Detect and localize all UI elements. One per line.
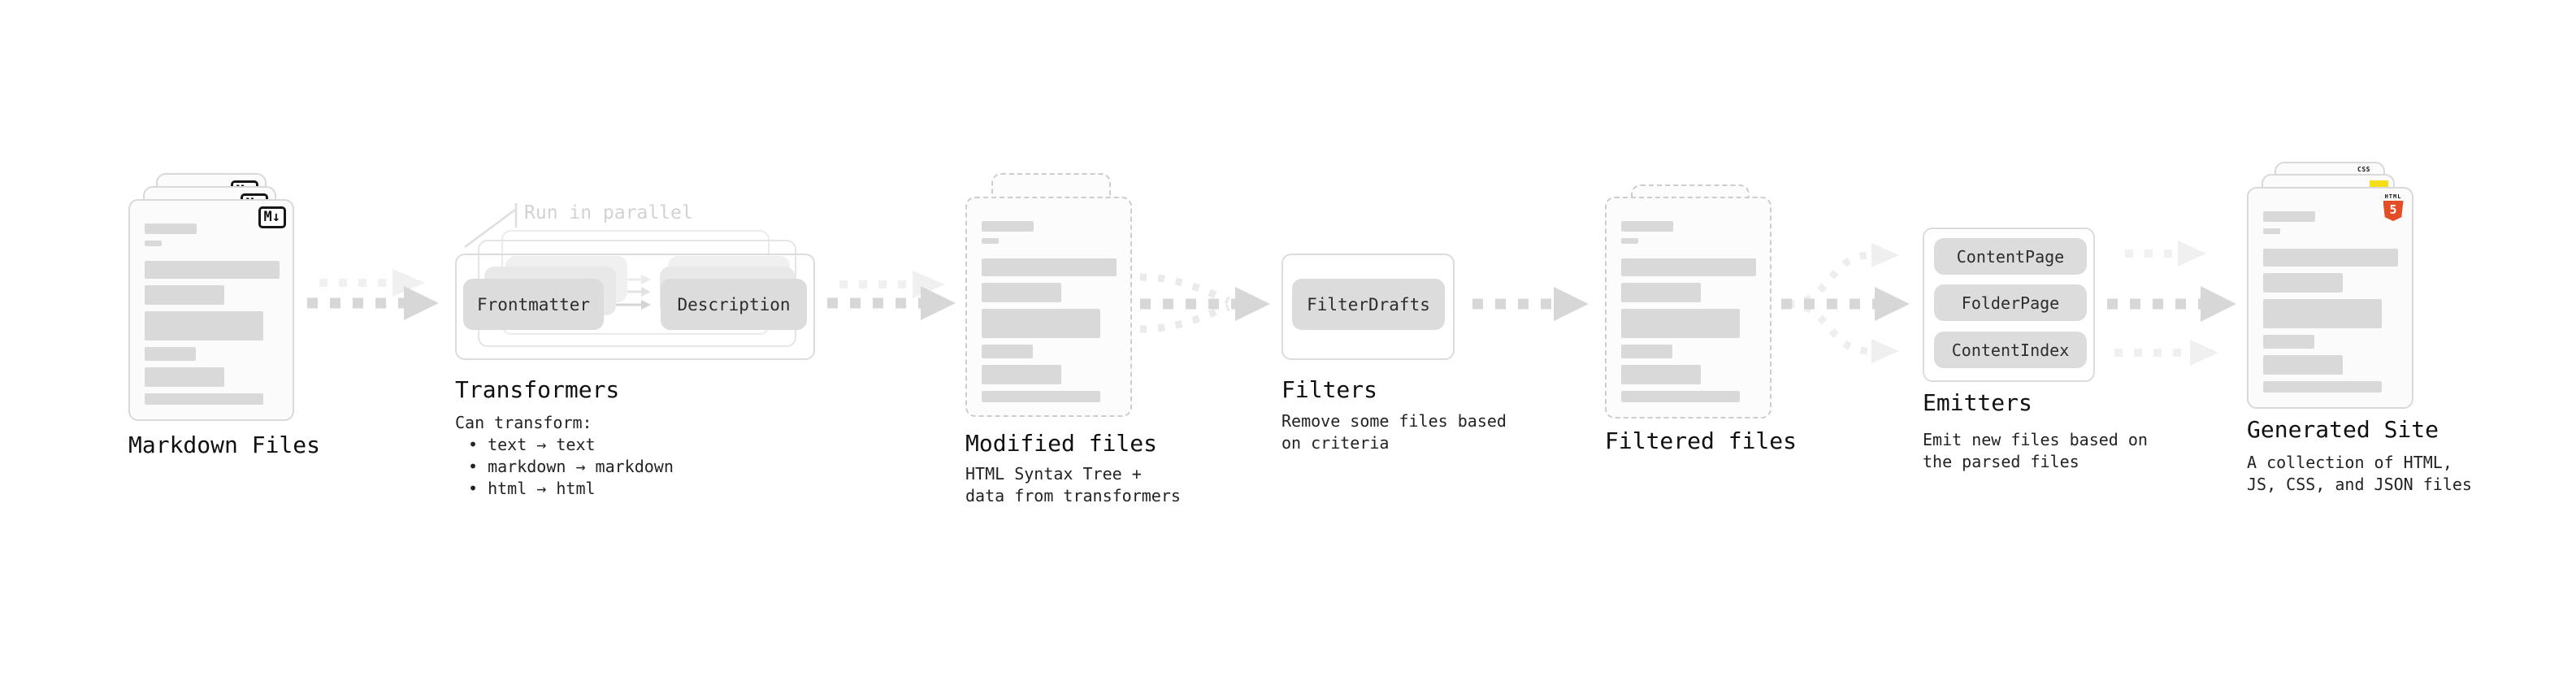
placeholder-bar bbox=[1621, 258, 1756, 276]
placeholder-bar bbox=[145, 241, 162, 246]
frontmatter-pill: Frontmatter bbox=[463, 279, 604, 330]
transform-bullet: • html → html bbox=[468, 479, 596, 498]
folderpage-pill: FolderPage bbox=[1934, 284, 2087, 321]
placeholder-bar bbox=[145, 393, 263, 405]
arrow-filters-to-filtered bbox=[1472, 287, 1589, 321]
placeholder-bar bbox=[982, 345, 1033, 358]
placeholder-bar bbox=[2263, 299, 2382, 328]
document-placeholder-lines bbox=[145, 223, 280, 405]
markdown-icon: M↓ bbox=[258, 206, 286, 228]
placeholder-bar bbox=[982, 365, 1061, 384]
placeholder-bar bbox=[1621, 365, 1701, 384]
placeholder-bar bbox=[145, 347, 196, 361]
arrow-emitters-to-generated bbox=[2107, 241, 2236, 366]
generated-site-subtitle: A collection of HTML, bbox=[2247, 453, 2452, 472]
filtered-file-card-front bbox=[1605, 197, 1772, 419]
placeholder-bar bbox=[2263, 249, 2398, 267]
transformers-title: Transformers bbox=[455, 376, 620, 403]
placeholder-bar bbox=[1621, 391, 1740, 402]
placeholder-bar bbox=[982, 309, 1100, 338]
markdown-files-title: Markdown Files bbox=[128, 432, 321, 458]
placeholder-bar bbox=[2263, 211, 2315, 222]
placeholder-bar bbox=[2263, 273, 2343, 293]
html5-badge-label: HTML bbox=[2384, 193, 2402, 200]
placeholder-bar bbox=[982, 221, 1034, 232]
emitters-title: Emitters bbox=[1923, 389, 2032, 416]
transform-bullet: • markdown → markdown bbox=[468, 457, 674, 476]
filters-subtitle: Remove some files based bbox=[1281, 411, 1507, 431]
html5-shield: 5 bbox=[2383, 201, 2404, 221]
placeholder-bar bbox=[145, 261, 280, 279]
placeholder-bar bbox=[982, 238, 999, 244]
generated-site-subtitle: JS, CSS, and JSON files bbox=[2247, 475, 2472, 494]
arrow-modified-to-filters bbox=[1139, 273, 1270, 333]
transform-bullet: • text → text bbox=[468, 435, 596, 454]
modified-file-card-front bbox=[965, 197, 1132, 417]
placeholder-bar bbox=[145, 311, 263, 340]
document-placeholder-lines bbox=[2263, 211, 2398, 393]
filters-box bbox=[1281, 254, 1455, 360]
generated-file-card-html: HTML 5 bbox=[2247, 187, 2413, 409]
placeholder-bar bbox=[145, 285, 224, 305]
modified-files-subtitle: data from transformers bbox=[965, 486, 1181, 505]
placeholder-bar bbox=[982, 283, 1061, 302]
css-badge-label: CSS bbox=[2357, 166, 2370, 173]
arrow-transformers-to-modified bbox=[827, 271, 956, 320]
description-pill: Description bbox=[661, 279, 807, 330]
placeholder-bar bbox=[1621, 345, 1672, 358]
filtered-files-title: Filtered files bbox=[1605, 427, 1798, 454]
markdown-file-card-front: M↓ bbox=[128, 199, 294, 421]
placeholder-bar bbox=[1621, 238, 1638, 244]
emitters-box bbox=[1923, 228, 2095, 382]
generated-site-title: Generated Site bbox=[2247, 416, 2439, 443]
filterdrafts-pill: FilterDrafts bbox=[1292, 279, 1445, 330]
placeholder-bar bbox=[2263, 228, 2280, 234]
transformer-run-box-front bbox=[455, 254, 815, 360]
modified-files-title: Modified files bbox=[965, 430, 1158, 457]
placeholder-bar bbox=[2263, 335, 2314, 349]
placeholder-bar bbox=[982, 258, 1117, 276]
document-placeholder-lines bbox=[982, 221, 1117, 402]
arrow-filtered-to-emitters bbox=[1781, 243, 1910, 363]
filters-subtitle: on criteria bbox=[1281, 433, 1390, 453]
placeholder-bar bbox=[1621, 309, 1740, 338]
contentindex-pill: ContentIndex bbox=[1934, 332, 2087, 368]
contentpage-pill: ContentPage bbox=[1934, 238, 2087, 275]
placeholder-bar bbox=[1621, 221, 1673, 232]
placeholder-bar bbox=[145, 367, 224, 387]
placeholder-bar bbox=[2263, 355, 2343, 375]
placeholder-bar bbox=[2263, 381, 2382, 393]
transformers-description: Can transform: • text → text • markdown … bbox=[455, 412, 674, 500]
emitters-subtitle: Emit new files based on bbox=[1923, 430, 2148, 449]
filters-title: Filters bbox=[1281, 376, 1378, 403]
modified-files-subtitle: HTML Syntax Tree + bbox=[965, 464, 1142, 484]
placeholder-bar bbox=[1621, 283, 1701, 302]
emitters-subtitle: the parsed files bbox=[1923, 452, 2079, 471]
arrow-markdown-to-transformers bbox=[307, 269, 439, 320]
placeholder-bar bbox=[145, 223, 197, 234]
html5-icon: HTML 5 bbox=[2383, 194, 2404, 221]
document-placeholder-lines bbox=[1621, 221, 1756, 402]
can-transform-heading: Can transform: bbox=[455, 413, 592, 432]
placeholder-bar bbox=[982, 391, 1100, 402]
run-in-parallel-annotation: Run in parallel bbox=[524, 202, 693, 223]
